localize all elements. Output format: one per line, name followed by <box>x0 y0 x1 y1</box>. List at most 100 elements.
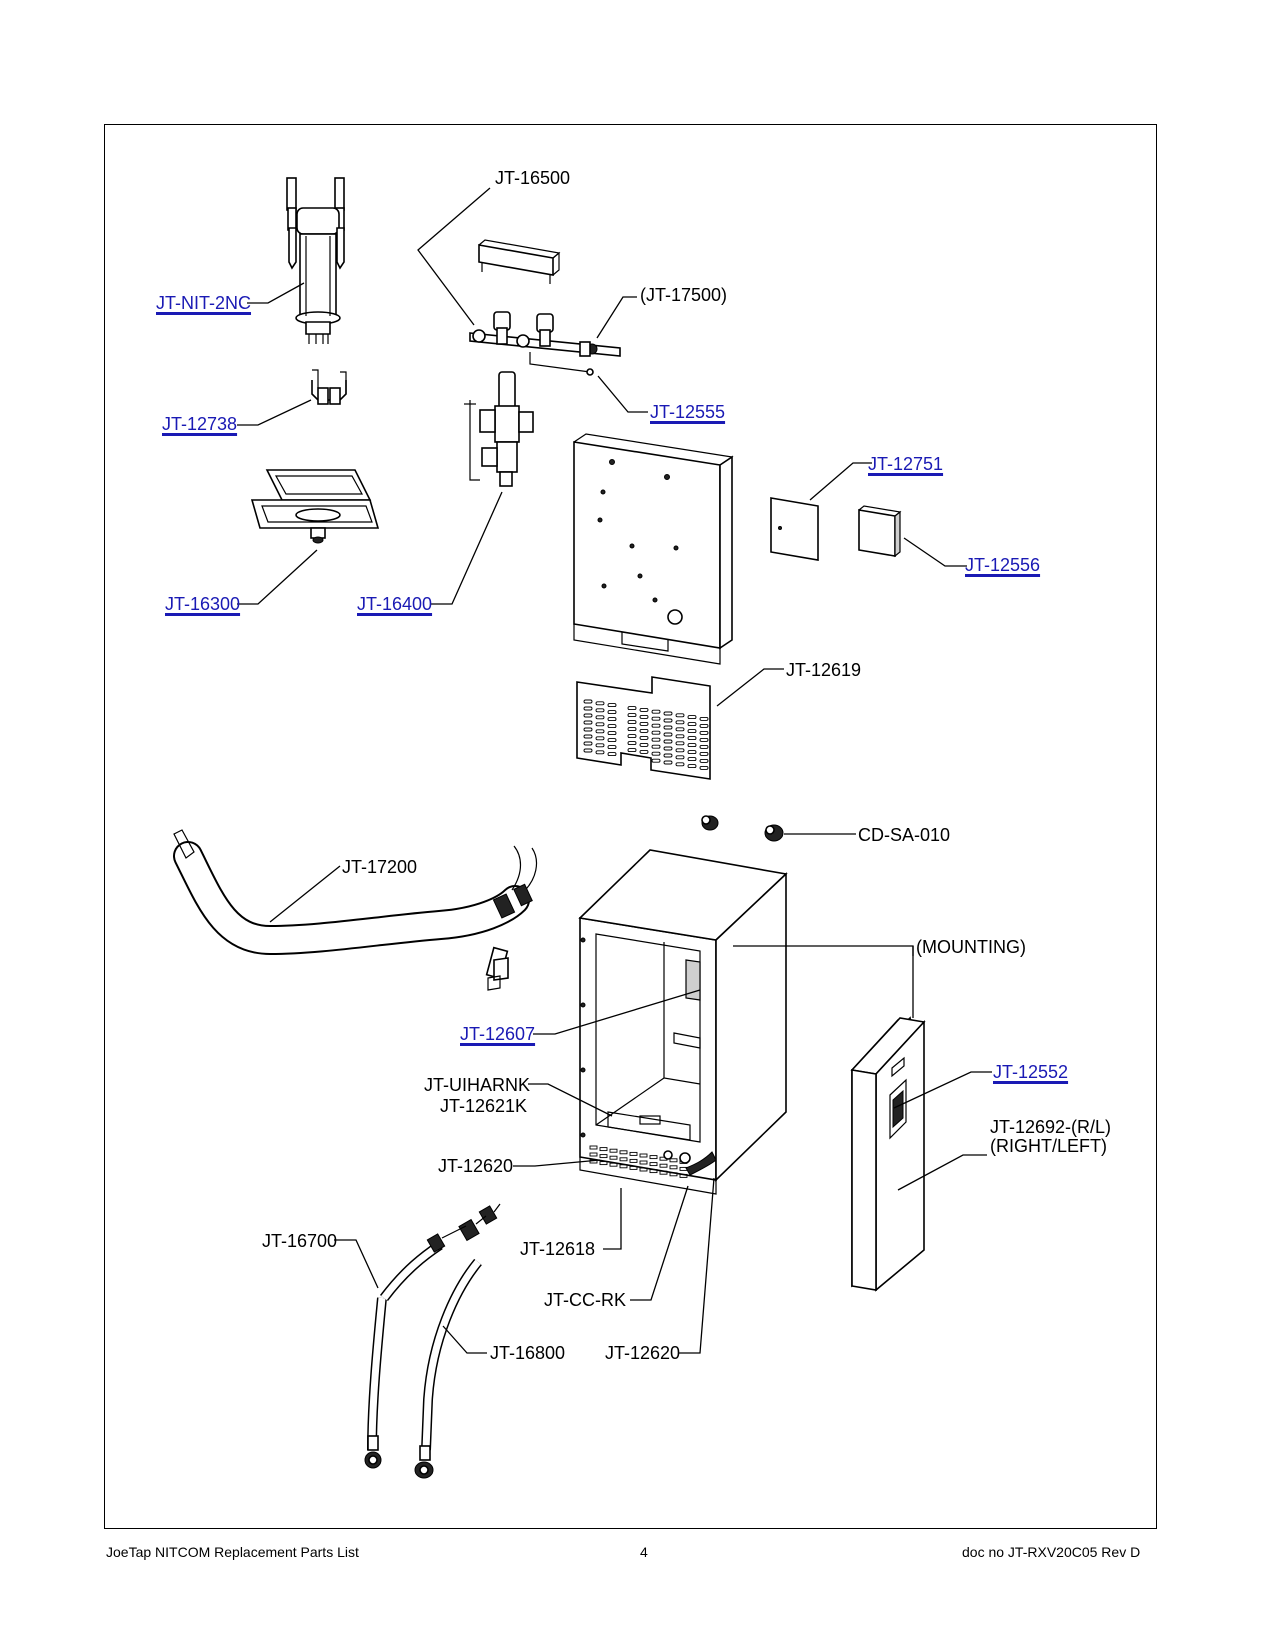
beverage-hose-part <box>364 1203 501 1479</box>
louver-slot <box>607 745 617 750</box>
callout-jt-12607[interactable]: JT-12607 <box>460 1024 536 1044</box>
louver-slot <box>699 758 709 763</box>
callout-jt-12620-lower: JT-12620 <box>605 1343 681 1363</box>
callout-jt-12618: JT-12618 <box>520 1239 596 1259</box>
louver-slot <box>607 731 617 736</box>
louver-slot <box>639 714 649 719</box>
louver-slot <box>627 706 637 711</box>
door-part <box>850 1016 926 1292</box>
louver-slot <box>595 708 605 713</box>
callout-right-left: (RIGHT/LEFT) <box>990 1136 1107 1156</box>
louver-slot <box>687 729 697 734</box>
louver-slot <box>607 717 617 722</box>
kickplate-slot <box>649 1155 658 1160</box>
louver-slot <box>607 752 617 757</box>
kickplate-slot <box>659 1163 668 1168</box>
kickplate-slot <box>599 1154 608 1159</box>
callout-jt-12621k: JT-12621K <box>440 1096 528 1116</box>
kickplate-slot <box>649 1169 658 1174</box>
louver-slot <box>583 699 593 704</box>
louver-slot <box>687 722 697 727</box>
louver-slot <box>651 709 661 714</box>
louver-slot <box>607 724 617 729</box>
callout-jt-12751[interactable]: JT-12751 <box>868 454 944 474</box>
callout-jt-12738[interactable]: JT-12738 <box>162 414 238 434</box>
louver-slot <box>639 749 649 754</box>
kickplate-slot <box>669 1172 678 1177</box>
callout-jt-cc-rk: JT-CC-RK <box>544 1290 626 1310</box>
louver-slot <box>583 748 593 753</box>
louver-slot <box>699 744 709 749</box>
louver-slot <box>651 737 661 742</box>
louver-slot <box>651 758 661 763</box>
louver-slot <box>639 707 649 712</box>
kickplate-slot <box>609 1148 618 1153</box>
louver-slot <box>627 734 637 739</box>
louver-slot <box>627 748 637 753</box>
louver-slot <box>651 730 661 735</box>
louver-slot <box>675 762 685 767</box>
louver-slot <box>699 723 709 728</box>
louver-slot <box>583 720 593 725</box>
kickplate-slot <box>659 1170 668 1175</box>
louver-slot <box>651 744 661 749</box>
footer-document-number: doc no JT-RXV20C05 Rev D <box>962 1544 1141 1560</box>
louver-slot <box>627 720 637 725</box>
louver-slot <box>675 720 685 725</box>
louver-slot <box>607 703 617 708</box>
louver-slot <box>663 760 673 765</box>
callout-jt-uiharnk: JT-UIHARNK <box>424 1075 531 1095</box>
regulator-part <box>464 371 534 487</box>
louver-slot <box>639 735 649 740</box>
louver-slot <box>607 710 617 715</box>
drawing-frame <box>104 124 1157 1529</box>
louver-slot <box>595 743 605 748</box>
louver-slot <box>583 741 593 746</box>
kickplate-slot <box>629 1165 638 1170</box>
kickplate-slot <box>599 1147 608 1152</box>
tower-faucet-part <box>286 177 345 344</box>
callout-cd-sa-010: CD-SA-010 <box>858 825 951 845</box>
louver-slot <box>699 765 709 770</box>
cabinet-part <box>578 849 788 1195</box>
louver-slot <box>595 722 605 727</box>
callout-jt-16300[interactable]: JT-16300 <box>165 594 241 614</box>
kickplate-slot <box>639 1167 648 1172</box>
louver-slot <box>583 713 593 718</box>
kickplate-slot <box>669 1158 678 1163</box>
louver-slot <box>675 713 685 718</box>
callout-jt-12552[interactable]: JT-12552 <box>993 1062 1069 1082</box>
louver-slot <box>595 750 605 755</box>
louver-slot <box>663 739 673 744</box>
louver-slot <box>627 713 637 718</box>
louver-slot <box>687 736 697 741</box>
louver-slot <box>699 751 709 756</box>
heatsink-part <box>858 505 902 558</box>
louver-slot <box>651 723 661 728</box>
louver-slot <box>687 757 697 762</box>
kickplate-slot <box>629 1151 638 1156</box>
python-hose-part <box>173 829 538 980</box>
callout-jt-12556[interactable]: JT-12556 <box>965 555 1041 575</box>
louver-slot <box>595 715 605 720</box>
louver-slot <box>639 721 649 726</box>
bracket-part <box>311 369 347 405</box>
kickplate-slot <box>609 1155 618 1160</box>
louver-slot <box>583 727 593 732</box>
callout-jt-16400[interactable]: JT-16400 <box>357 594 433 614</box>
callout-mounting: (MOUNTING) <box>916 937 1026 957</box>
footer-document-title: JoeTap NITCOM Replacement Parts List <box>106 1544 359 1560</box>
louver-slot <box>663 725 673 730</box>
louver-slot <box>639 742 649 747</box>
kickplate-slot <box>629 1158 638 1163</box>
callout-jt-nit-2nc[interactable]: JT-NIT-2NC <box>156 293 252 313</box>
callout-jt-12555[interactable]: JT-12555 <box>650 402 726 422</box>
louver-slot <box>663 732 673 737</box>
kickplate-slot <box>619 1164 628 1169</box>
leader-lines <box>237 187 992 1354</box>
louver-slot <box>651 716 661 721</box>
callout-jt-16700: JT-16700 <box>262 1231 338 1251</box>
louver-slot <box>675 741 685 746</box>
louver-slot <box>663 711 673 716</box>
